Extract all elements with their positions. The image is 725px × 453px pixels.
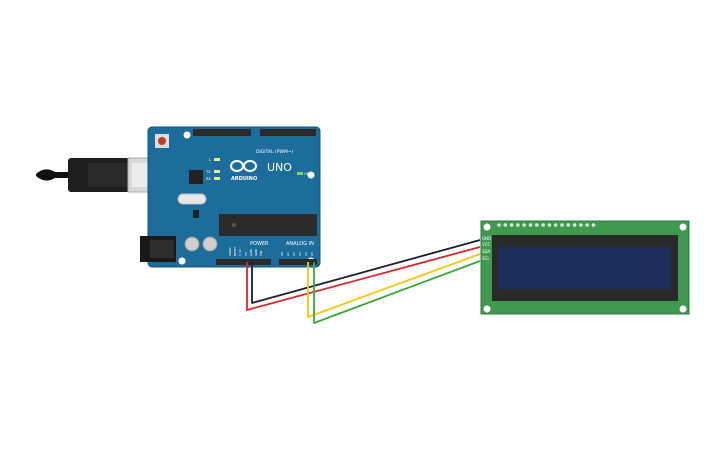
mounting-hole: [183, 131, 191, 139]
digital-header[interactable]: [193, 129, 316, 136]
arduino-logo: [230, 160, 257, 172]
l-led: [214, 158, 220, 161]
lcd-scl-label: SCL: [482, 256, 490, 261]
on-led-label: ON: [304, 172, 310, 176]
vcc-wire[interactable]: [246, 246, 481, 311]
sda-wire[interactable]: [307, 253, 481, 318]
lcd-pin: [572, 223, 577, 227]
mounting-hole: [483, 223, 491, 231]
mounting-hole: [679, 305, 687, 313]
a5-pin-label: A5: [310, 252, 314, 256]
on-led: [297, 172, 303, 175]
a3-pin-label: A3: [298, 252, 302, 256]
digital-header-label: DIGITAL (PWM~): [256, 149, 294, 155]
lcd-pin: [535, 223, 539, 227]
lcd-vcc-label: VCC: [482, 242, 491, 247]
power-jack-inner: [150, 240, 174, 258]
wires: [246, 239, 481, 324]
lcd-pin: [560, 223, 564, 227]
voltage-regulator: [193, 210, 199, 218]
rx-led-label: RX: [206, 177, 211, 181]
lcd-pin: [516, 223, 520, 227]
ioref-pin-label: IOREF: [228, 247, 232, 256]
lcd-pin: [566, 223, 571, 227]
power-header-label: POWER: [250, 241, 269, 247]
arduino-logo-text: ARDUINO: [231, 176, 257, 182]
lcd-pin: [509, 223, 514, 227]
5v-pin-label: 5V: [244, 251, 248, 256]
arduino-uno-board[interactable]: DIGITAL (PWM~) ARDUINO UNO L TX RX ON PO…: [140, 126, 321, 268]
lcd-sda-label: SDA: [482, 249, 491, 254]
lcd-pin: [522, 223, 526, 227]
capacitor: [202, 236, 218, 252]
lcd-screen: [498, 247, 671, 289]
atmega-chip: [219, 214, 317, 236]
lcd-pin: [591, 223, 596, 227]
gnd-pin-label-2: GND: [254, 248, 258, 256]
tx-led: [214, 170, 220, 173]
lcd-pin-row: [497, 223, 596, 227]
mounting-hole: [307, 171, 315, 179]
lcd-pin: [547, 223, 552, 227]
rx-led: [214, 177, 220, 180]
a2-pin-label: A2: [292, 252, 296, 256]
3v3-pin-label: 3.3V: [238, 248, 242, 256]
power-header[interactable]: [216, 259, 271, 265]
gnd-wire[interactable]: [251, 239, 481, 304]
lcd-pin: [497, 223, 501, 227]
crystal: [177, 193, 207, 205]
usb-chip: [189, 170, 203, 184]
reset-pin-label: RESET: [233, 246, 237, 256]
lcd-pin: [541, 223, 545, 227]
capacitor: [184, 236, 200, 252]
mounting-hole: [679, 223, 687, 231]
lcd-pin: [585, 223, 589, 227]
lcd-pin: [553, 223, 558, 227]
mounting-hole: [483, 305, 491, 313]
lcd-1602-i2c-module[interactable]: GND VCC SDA SCL: [480, 220, 690, 315]
l-led-label: L: [209, 158, 211, 162]
lcd-gnd-label: GND: [482, 236, 491, 241]
a1-pin-label: A1: [286, 252, 290, 256]
analog-header-label: ANALOG IN: [286, 241, 314, 247]
a0-pin-label: A0: [280, 252, 284, 256]
lcd-pin: [503, 223, 508, 227]
model-label: UNO: [267, 161, 292, 174]
scl-wire[interactable]: [313, 260, 481, 324]
gnd-pin-label: GND: [249, 248, 253, 256]
lcd-pin: [579, 223, 583, 227]
chip-notch: [232, 223, 236, 227]
lcd-pin: [528, 223, 533, 227]
reset-button-cap[interactable]: [158, 137, 166, 145]
mounting-hole: [178, 257, 186, 265]
tx-led-label: TX: [205, 170, 211, 174]
a4-pin-label: A4: [304, 252, 308, 256]
vin-pin-label: VIN: [259, 251, 263, 256]
analog-header[interactable]: [279, 259, 317, 265]
